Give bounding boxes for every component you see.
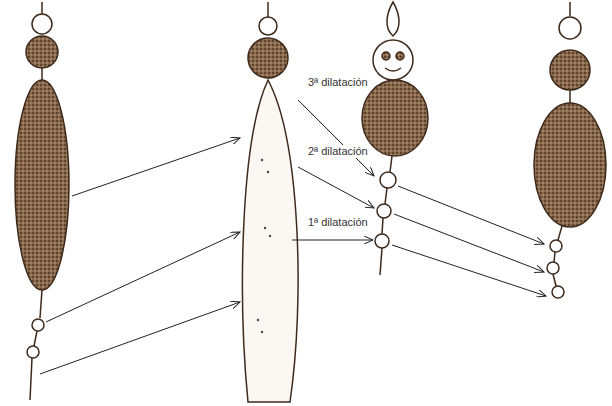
swollen-segment	[362, 80, 428, 156]
stage-label: 1ª dilatación	[306, 216, 370, 229]
stage-label: 3ª dilatación	[306, 76, 370, 89]
elongated-segment	[243, 80, 299, 402]
arrow	[46, 232, 240, 322]
arrow	[394, 214, 544, 272]
arrow	[72, 138, 240, 196]
sphere	[26, 36, 58, 68]
swollen-segment	[15, 80, 69, 290]
small-sphere	[559, 17, 581, 39]
bead	[380, 172, 396, 188]
thread	[41, 2, 43, 15]
bead	[552, 286, 564, 298]
arrow	[392, 245, 546, 296]
small-sphere	[32, 14, 52, 34]
bead	[375, 234, 389, 248]
arrow	[298, 100, 374, 176]
arrow	[398, 186, 544, 244]
bead	[32, 319, 44, 331]
sphere	[248, 38, 288, 78]
arrow	[40, 302, 240, 374]
bead	[550, 240, 562, 252]
bead	[377, 204, 391, 218]
flame-tip	[387, 2, 399, 36]
arrow	[292, 240, 373, 241]
bead	[547, 262, 559, 274]
sphere	[373, 40, 413, 80]
arrow	[298, 167, 374, 208]
swollen-segment	[534, 103, 606, 227]
stage-label: 2ª dilatación	[306, 145, 370, 158]
small-sphere	[259, 17, 277, 35]
bead	[27, 346, 39, 358]
sphere	[550, 50, 590, 90]
